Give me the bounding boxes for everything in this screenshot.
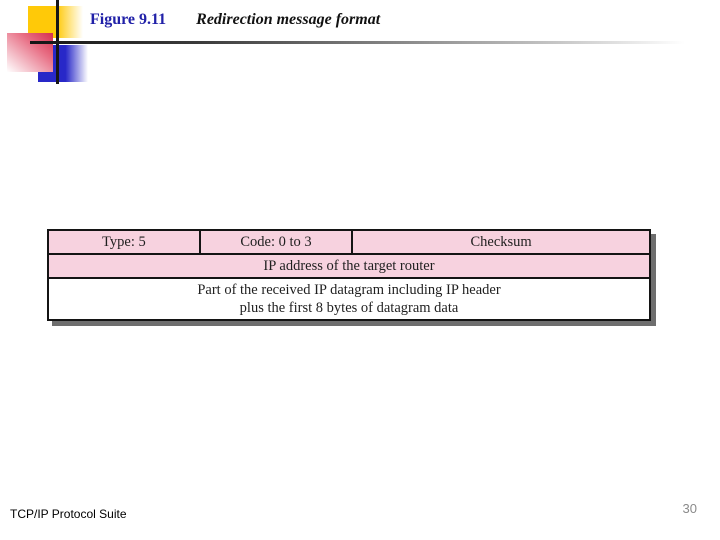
logo-yellow-square-icon <box>28 6 83 38</box>
checksum-field-cell: Checksum <box>470 233 532 250</box>
code-field-cell: Code: 0 to 3 <box>201 231 354 253</box>
footer-title: TCP/IP Protocol Suite <box>10 507 127 521</box>
figure-title: Redirection message format <box>196 11 381 28</box>
page-number: 30 <box>682 501 697 516</box>
table-row-header-fields: Type: 5 Code: 0 to 3 Checksum <box>49 231 649 255</box>
message-format-table: Type: 5 Code: 0 to 3 Checksum IP address… <box>47 229 651 321</box>
type-field-cell: Type: 5 <box>49 231 201 253</box>
figure-label: Figure 9.11 <box>90 11 167 28</box>
datagram-field-line1: Part of the received IP datagram includi… <box>197 282 501 298</box>
slide-header: Figure 9.11 Redirection message format <box>90 11 380 29</box>
datagram-field-cell: Part of the received IP datagram includi… <box>49 279 649 319</box>
header-divider <box>30 41 712 44</box>
datagram-field-line2: plus the first 8 bytes of datagram data <box>239 300 459 316</box>
logo-red-square-icon <box>7 33 53 72</box>
ip-address-field-cell: IP address of the target router <box>49 255 649 279</box>
